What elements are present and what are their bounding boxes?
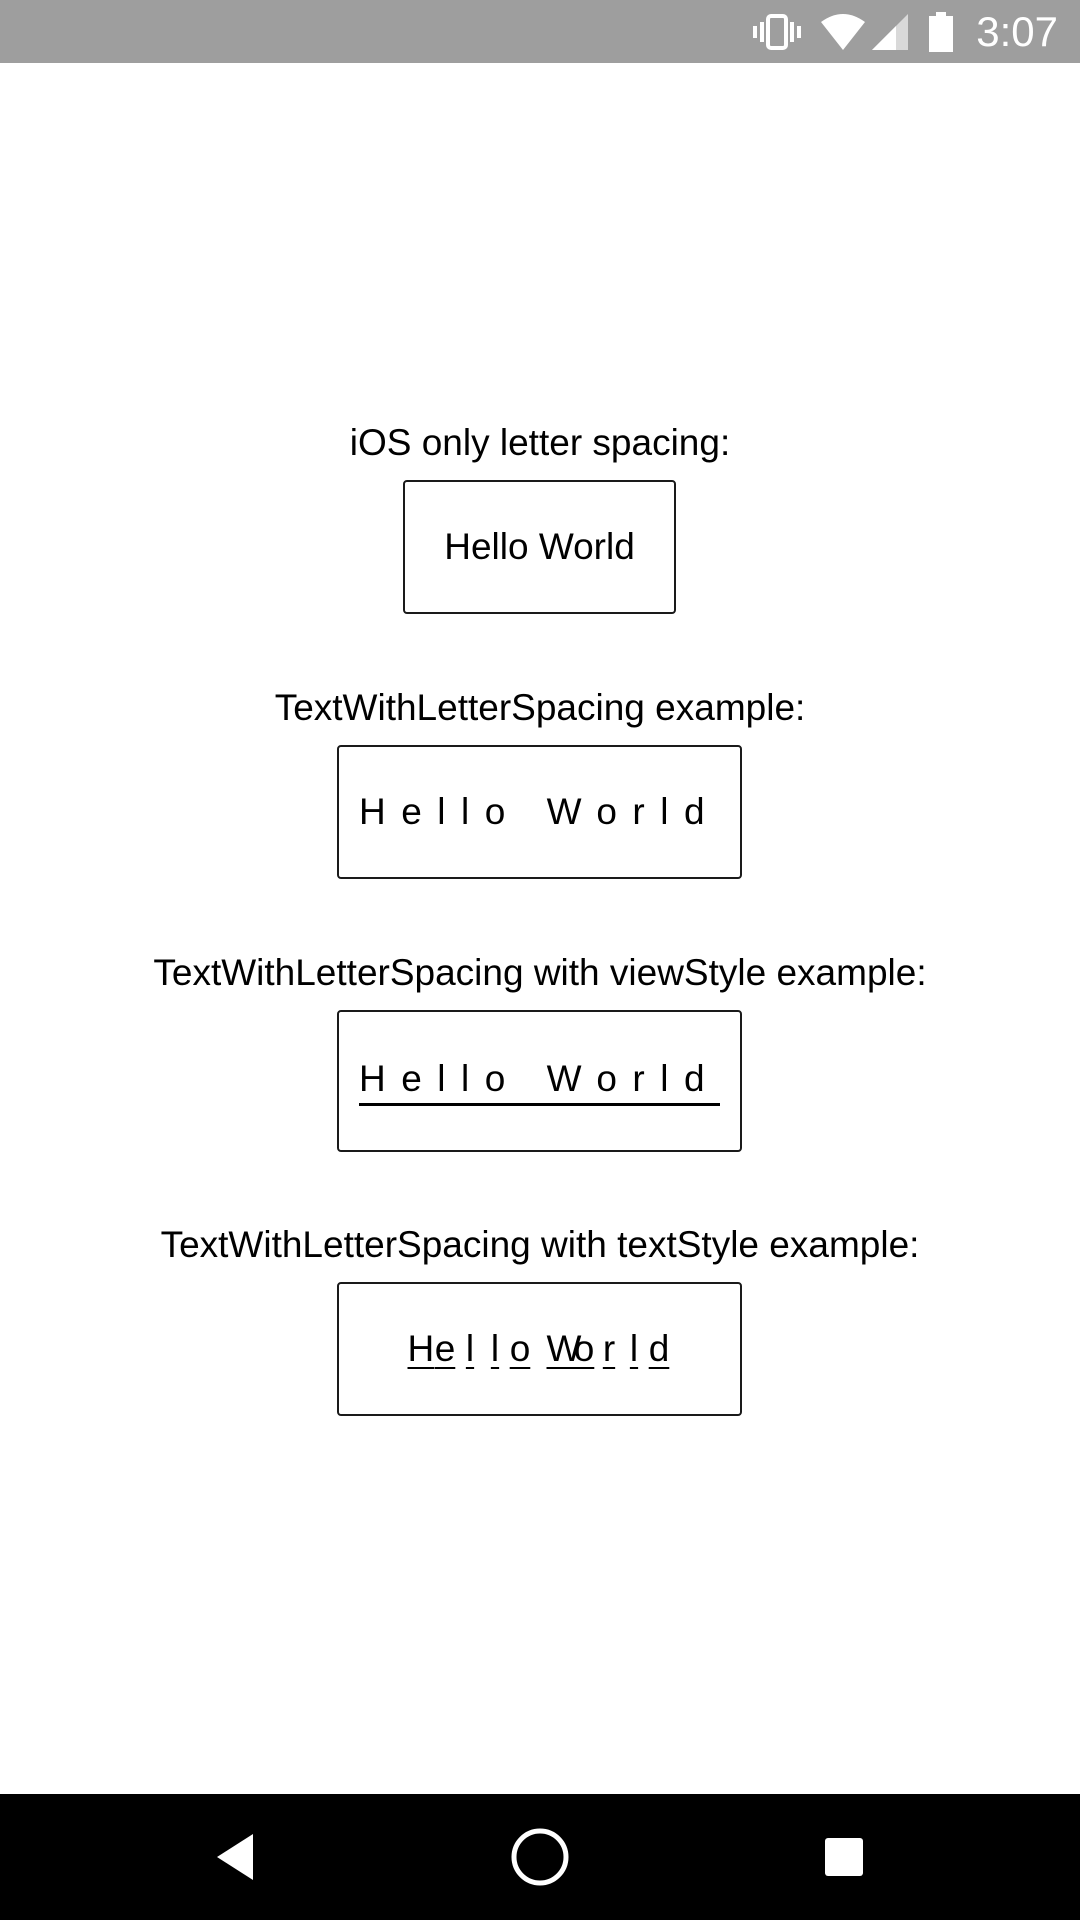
main-content: iOS only letter spacing: Hello World Tex… (0, 63, 1080, 1794)
char: l (465, 1328, 475, 1369)
back-button[interactable] (160, 1794, 310, 1920)
hello-text-char-underlined: H e l l o W o r l d (408, 1328, 672, 1370)
recents-button[interactable] (769, 1794, 919, 1920)
section-label-view-style: TextWithLetterSpacing with viewStyle exa… (153, 952, 927, 993)
section-label-letter-spacing: TextWithLetterSpacing example: (274, 687, 806, 728)
vibrate-icon (752, 12, 802, 52)
char: H (407, 1328, 435, 1369)
char: W (546, 1328, 582, 1369)
char: l (490, 1328, 500, 1369)
char-space (533, 1328, 547, 1370)
hello-box-view-style: Hello World (337, 1010, 742, 1152)
status-icons: 3:07 (734, 0, 1058, 63)
battery-icon (928, 11, 954, 52)
char: l (629, 1328, 639, 1369)
back-icon (217, 1834, 253, 1880)
recents-icon (825, 1838, 863, 1876)
char: e (434, 1328, 456, 1369)
navigation-bar (0, 1794, 1080, 1920)
home-icon (511, 1828, 569, 1886)
hello-text-underlined-view: Hello World (358, 1057, 721, 1106)
hello-box-ios: Hello World (403, 480, 676, 614)
char: d (648, 1328, 670, 1369)
cellular-signal-icon (870, 12, 910, 52)
char: o (573, 1328, 595, 1369)
section-label-text-style: TextWithLetterSpacing with textStyle exa… (160, 1224, 920, 1265)
hello-box-letter-spacing: Hello World (337, 745, 742, 879)
status-time: 3:07 (976, 8, 1058, 55)
char: r (602, 1328, 616, 1369)
home-button[interactable] (465, 1794, 615, 1920)
wifi-icon (820, 12, 866, 52)
section-label-ios: iOS only letter spacing: (349, 422, 731, 463)
status-bar: 3:07 (0, 0, 1080, 63)
hello-text-view-style: Hello World (358, 1057, 721, 1099)
hello-text: Hello World (444, 526, 635, 567)
hello-box-text-style: H e l l o W o r l d (337, 1282, 742, 1416)
hello-text-spaced: Hello World (358, 791, 721, 832)
char: o (509, 1328, 531, 1369)
